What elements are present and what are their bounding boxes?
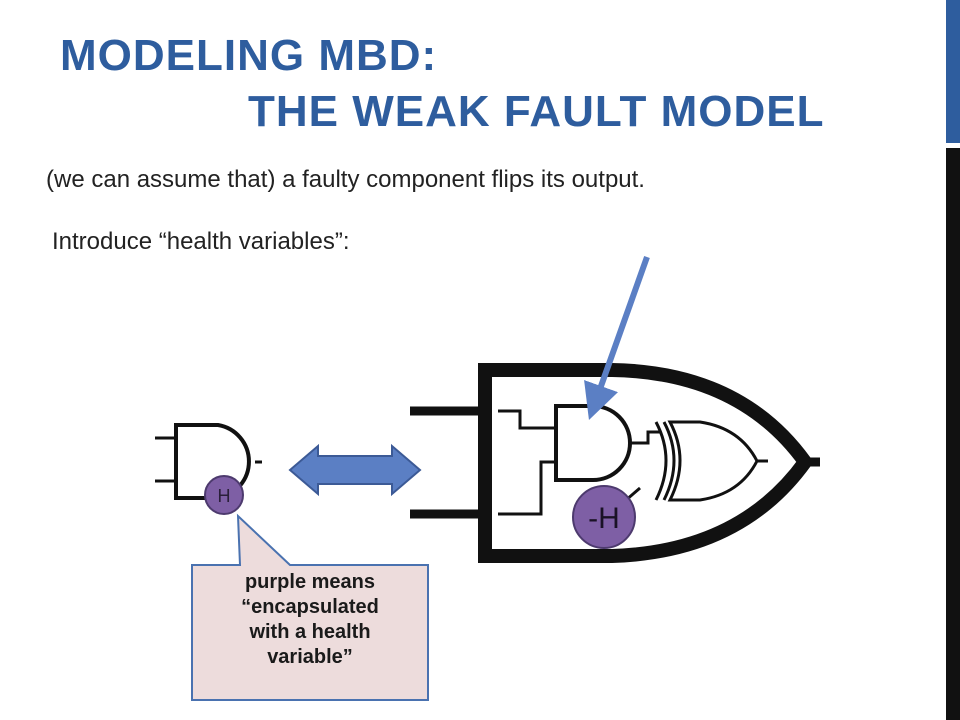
big-health-label: -H: [588, 502, 620, 535]
slide-title-line2: THE WEAK FAULT MODEL: [248, 87, 825, 136]
accent-bar-dark: [946, 148, 960, 720]
equivalence-arrow: [288, 443, 422, 497]
accent-bar-blue: [946, 0, 960, 143]
statement-text: (we can assume that) a faulty component …: [46, 166, 645, 193]
inner-xor-gate: [617, 420, 768, 509]
slide-title-line1: MODELING MBD:: [60, 31, 438, 80]
encapsulated-gate: [410, 363, 820, 563]
pointer-arrow: [584, 255, 650, 420]
callout-box: [191, 513, 429, 701]
intro-text: Introduce “health variables”:: [52, 228, 350, 255]
small-health-label: H: [218, 486, 231, 506]
big-health-indicator: [572, 485, 636, 549]
small-health-indicator: [204, 475, 244, 515]
callout-text: purple means “encapsulated with a health…: [241, 571, 379, 668]
